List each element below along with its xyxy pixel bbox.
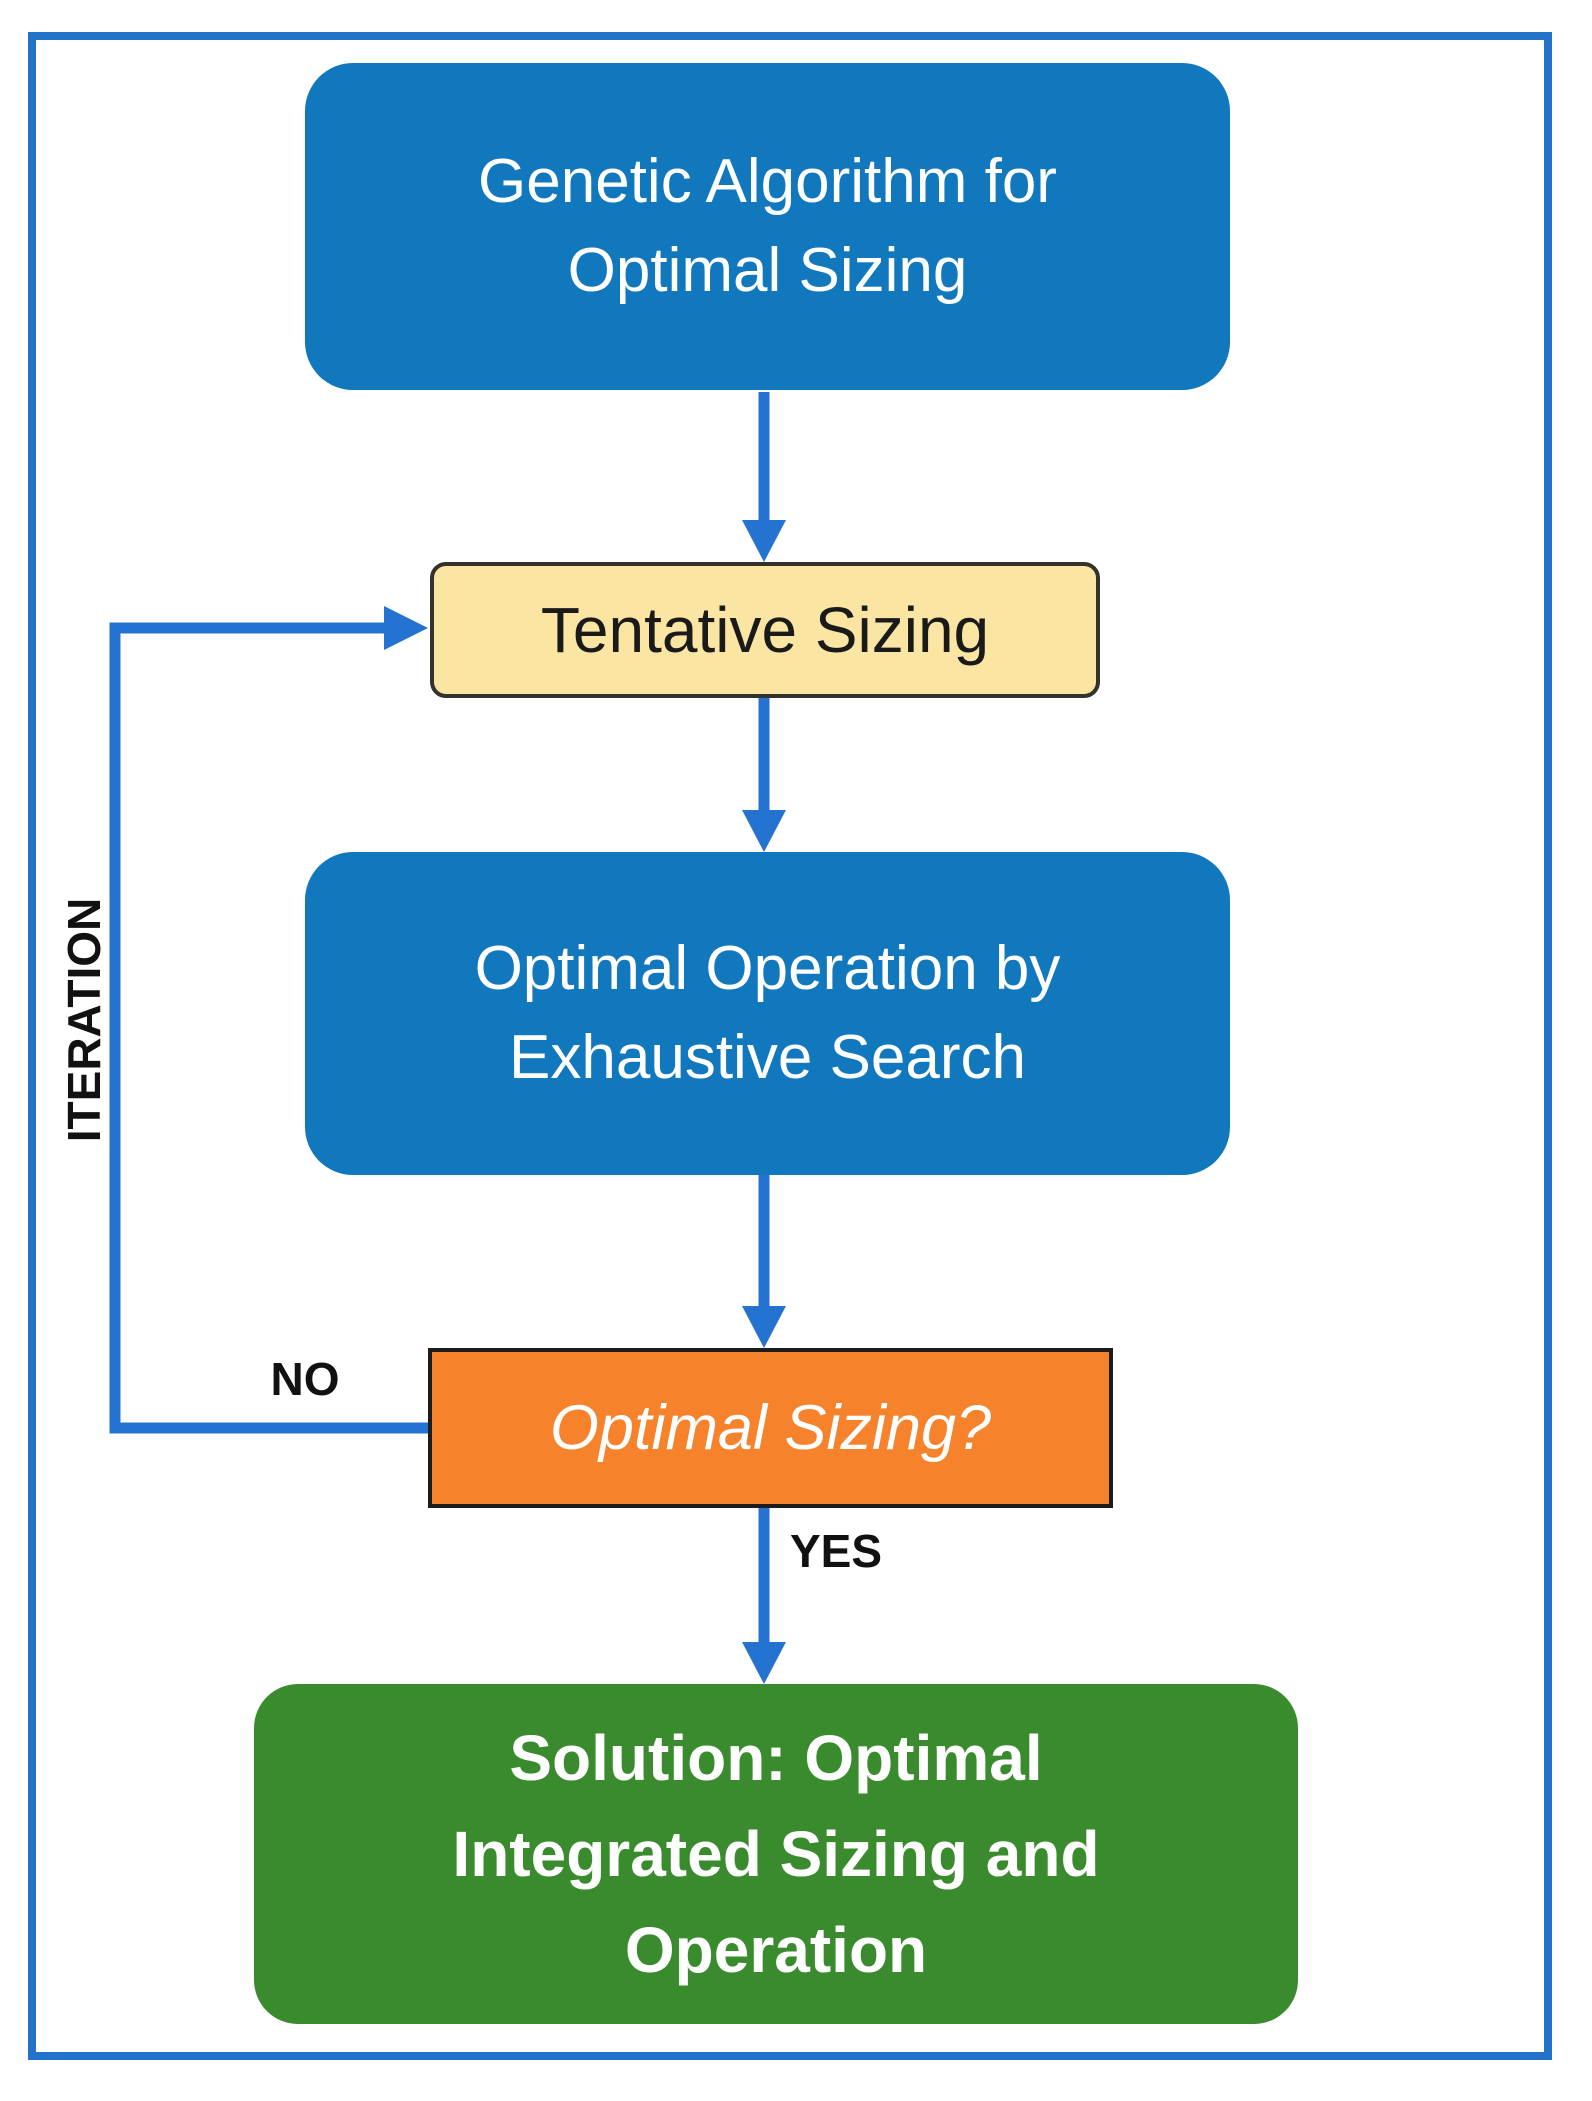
node-text-line: Optimal Sizing? xyxy=(549,1393,992,1463)
node-text-line: Optimal Operation by xyxy=(474,934,1061,1004)
node-tentative-sizing: Tentative Sizing xyxy=(430,562,1100,698)
node-text-line: Genetic Algorithm for xyxy=(478,147,1057,217)
node-text-line: Exhaustive Search xyxy=(509,1022,1026,1092)
node-text-line: Solution: Optimal xyxy=(509,1722,1043,1794)
node-solution: Solution: Optimal Integrated Sizing and … xyxy=(254,1684,1298,2024)
node-optimal-sizing-decision: Optimal Sizing? xyxy=(428,1348,1113,1508)
node-genetic-algorithm: Genetic Algorithm for Optimal Sizing xyxy=(305,63,1230,390)
node-text-line: Integrated Sizing and xyxy=(452,1818,1100,1890)
edge-label-iteration: ITERATION xyxy=(58,897,110,1143)
node-text-line: Tentative Sizing xyxy=(540,594,990,666)
node-text-line: Operation xyxy=(624,1914,928,1986)
outer-frame xyxy=(28,32,1552,2060)
edge-label-no: NO xyxy=(270,1353,340,1405)
node-text-line: Optimal Sizing xyxy=(567,235,968,305)
edge-label-yes: YES xyxy=(790,1525,883,1577)
node-exhaustive-search: Optimal Operation by Exhaustive Search xyxy=(305,852,1230,1175)
